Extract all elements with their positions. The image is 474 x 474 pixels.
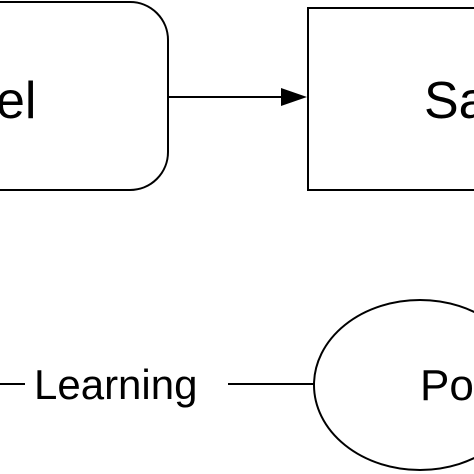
learning-edge: Learning xyxy=(0,361,314,408)
sampler-node-label: Sa xyxy=(424,72,474,130)
sampler-node: Sa xyxy=(307,7,474,191)
model-to-sampler-arrow xyxy=(168,88,307,106)
sampler-node-shape xyxy=(307,7,474,191)
model-node: el xyxy=(0,1,169,191)
learning-edge-label: Learning xyxy=(34,361,197,408)
arrowhead-icon xyxy=(281,88,307,106)
policy-node: Po xyxy=(313,299,474,471)
policy-node-shape xyxy=(313,299,474,471)
model-node-label: el xyxy=(0,72,36,130)
policy-node-label: Po xyxy=(420,361,474,410)
